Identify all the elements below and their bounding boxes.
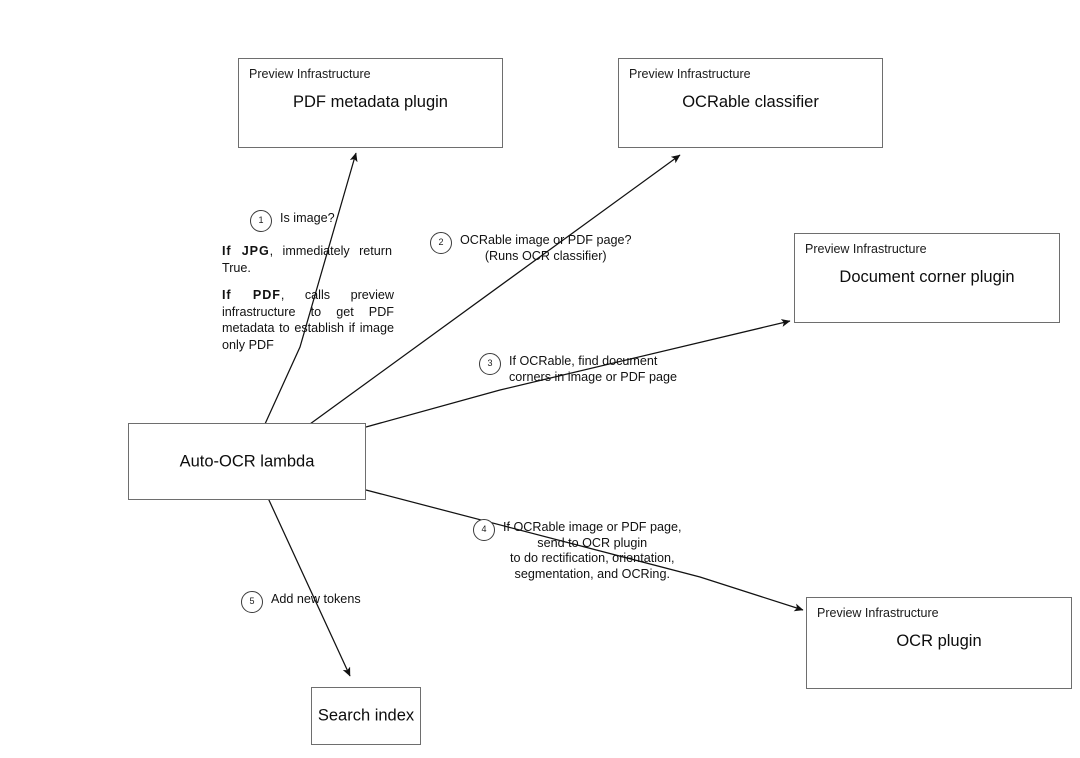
node-document-corner-plugin[interactable]: Preview Infrastructure Document corner p… xyxy=(794,233,1060,323)
node-title: Search index xyxy=(317,706,415,725)
step-4: 4 If OCRable image or PDF page, send to … xyxy=(473,519,682,582)
step-3: 3 If OCRable, find document corners in i… xyxy=(479,353,677,385)
step-4-badge: 4 xyxy=(473,519,495,541)
node-subtitle: Preview Infrastructure xyxy=(805,242,927,256)
step-1-badge: 1 xyxy=(250,210,272,232)
step-5: 5 Add new tokens xyxy=(241,591,361,613)
node-ocr-plugin[interactable]: Preview Infrastructure OCR plugin xyxy=(806,597,1072,689)
node-title: Auto-OCR lambda xyxy=(179,452,315,470)
step-2-label: OCRable image or PDF page? (Runs OCR cla… xyxy=(460,233,632,263)
step-4-label: If OCRable image or PDF page, send to OC… xyxy=(503,520,682,581)
node-ocrable-classifier[interactable]: Preview Infrastructure OCRable classifie… xyxy=(618,58,883,148)
note-jpg: If JPG, immediately return True. xyxy=(222,243,392,276)
step-2-badge: 2 xyxy=(430,232,452,254)
note-pdf-lead: If PDF xyxy=(222,288,281,302)
connector-lambda-to-search-index xyxy=(267,497,351,677)
node-title: Document corner plugin xyxy=(839,268,1015,286)
node-title: OCRable classifier xyxy=(682,93,819,111)
step-1: 1 Is image? xyxy=(250,210,335,232)
node-title: PDF metadata plugin xyxy=(292,93,448,111)
step-5-label: Add new tokens xyxy=(271,592,361,606)
node-subtitle: Preview Infrastructure xyxy=(817,606,939,620)
node-title: OCR plugin xyxy=(896,632,982,650)
note-pdf-body: , calls preview infrastructure to get PD… xyxy=(222,288,394,352)
node-search-index[interactable]: Search index xyxy=(311,687,421,745)
note-pdf: If PDF, calls preview infrastructure to … xyxy=(222,287,394,353)
step-1-label: Is image? xyxy=(280,211,335,225)
step-5-badge: 5 xyxy=(241,591,263,613)
step-2: 2 OCRable image or PDF page? (Runs OCR c… xyxy=(430,232,632,264)
step-3-badge: 3 xyxy=(479,353,501,375)
step-3-label: If OCRable, find document corners in ima… xyxy=(509,354,677,384)
note-jpg-body: , immediately return True. xyxy=(222,244,392,275)
node-auto-ocr-lambda[interactable]: Auto-OCR lambda xyxy=(128,423,366,500)
note-jpg-lead: If JPG xyxy=(222,244,270,258)
node-pdf-metadata-plugin[interactable]: Preview Infrastructure PDF metadata plug… xyxy=(238,58,503,148)
node-subtitle: Preview Infrastructure xyxy=(249,67,371,81)
node-subtitle: Preview Infrastructure xyxy=(629,67,751,81)
